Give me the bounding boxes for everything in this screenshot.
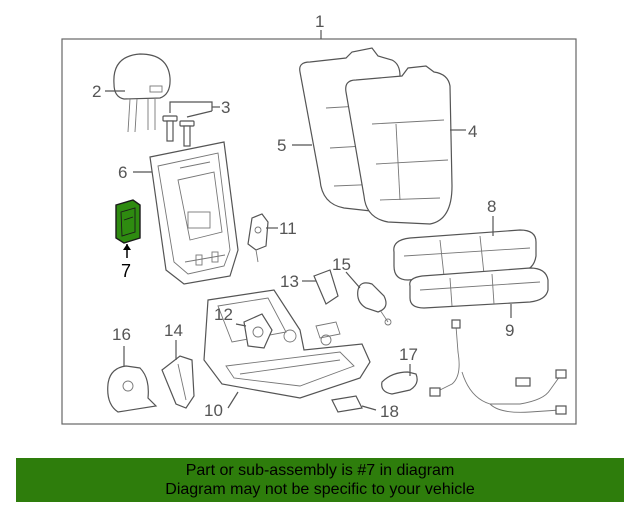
wiring-harness-part[interactable] — [429, 319, 567, 415]
callout-5: 5 — [277, 136, 286, 155]
callout-6: 6 — [118, 163, 127, 182]
cover-part[interactable] — [381, 371, 418, 395]
trim-cover-part[interactable] — [313, 269, 339, 305]
side-trim-part[interactable] — [161, 355, 195, 409]
actuator-part[interactable] — [243, 313, 273, 349]
seat-cushion-part[interactable] — [393, 229, 537, 281]
callout-4: 4 — [468, 122, 477, 141]
callout-15: 15 — [332, 255, 351, 274]
callout-7: 7 — [121, 261, 131, 281]
callout-12: 12 — [214, 305, 233, 324]
diagram-frame — [61, 38, 577, 425]
callout-11: 11 — [279, 219, 297, 238]
seatback-frame-part[interactable] — [149, 141, 239, 285]
callout-16: 16 — [112, 325, 131, 344]
callout-1: 1 — [315, 12, 324, 31]
seat-pad-part[interactable] — [409, 267, 549, 309]
callout-3: 3 — [221, 98, 230, 117]
part-7-highlighted[interactable] — [115, 199, 141, 244]
callout-9: 9 — [505, 321, 514, 340]
headrest-guide-part[interactable] — [162, 115, 195, 147]
info-banner: Part or sub-assembly is #7 in diagram Di… — [16, 458, 624, 502]
callout-8: 8 — [487, 197, 496, 216]
seatback-cover-part[interactable] — [345, 65, 453, 225]
banner-line-2: Diagram may not be specific to your vehi… — [165, 481, 475, 498]
latch-part[interactable] — [247, 213, 269, 263]
seat-frame-part[interactable] — [203, 289, 371, 399]
callout-13: 13 — [280, 272, 299, 291]
callout-10: 10 — [204, 401, 223, 420]
callout-18: 18 — [380, 402, 399, 421]
callout-17: 17 — [399, 345, 418, 364]
seat-parts-diagram: 1 2 3 6 7 — [61, 12, 577, 425]
banner-line-1: Part or sub-assembly is #7 in diagram — [185, 462, 455, 479]
headrest-part[interactable] — [113, 53, 171, 133]
side-shield-part[interactable] — [107, 365, 158, 413]
callout-2: 2 — [92, 82, 101, 101]
callout-14: 14 — [164, 321, 183, 340]
recliner-handle-part[interactable] — [357, 282, 392, 326]
cap-part[interactable] — [331, 395, 363, 413]
